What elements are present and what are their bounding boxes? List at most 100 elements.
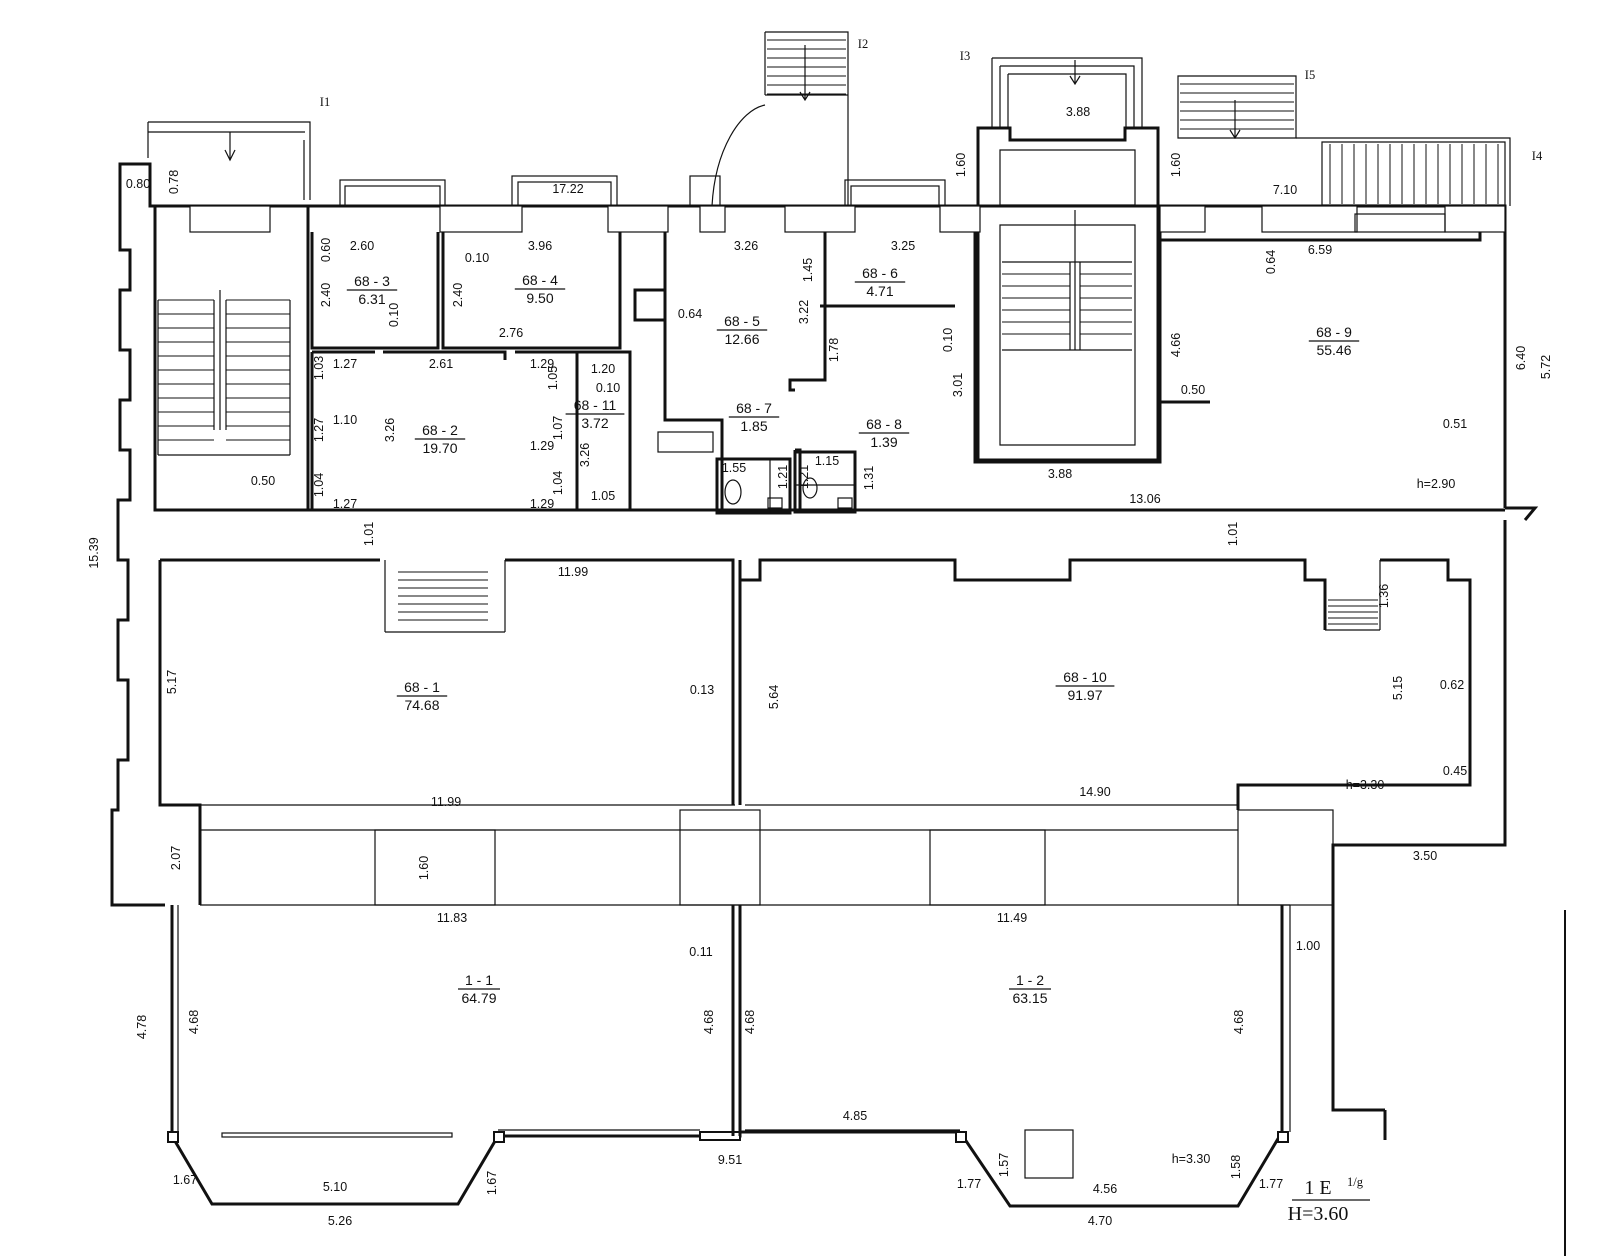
dimension-label: 1.04	[551, 471, 565, 495]
dimension-label: 1.00	[1296, 939, 1320, 953]
stair-hatching	[157, 39, 1499, 633]
dimension-label: 2.76	[499, 326, 523, 340]
dimension-label: 1.21	[797, 465, 811, 489]
dimension-label: 1.60	[417, 856, 431, 880]
room-area: 63.15	[1012, 990, 1047, 1006]
room-area: 1.39	[870, 434, 897, 450]
dimension-label: 0.51	[1443, 417, 1467, 431]
room-area: 19.70	[422, 440, 457, 456]
dimension-label: 6.59	[1308, 243, 1332, 257]
floor-label: 1 E	[1304, 1177, 1331, 1199]
room-area: 91.97	[1067, 687, 1102, 703]
dimension-label: 0.60	[319, 238, 333, 262]
dimension-label: 0.64	[1264, 250, 1278, 274]
dimension-label: 1.60	[1169, 153, 1183, 177]
dimension-label: 4.68	[187, 1010, 201, 1034]
room-area: 9.50	[526, 290, 553, 306]
dimension-label: 1.27	[333, 357, 357, 371]
dimension-label: 1.77	[957, 1177, 981, 1191]
dimension-label: 1.21	[776, 465, 790, 489]
dimension-label: 1.58	[1229, 1155, 1243, 1179]
dimension-label: 3.88	[1048, 467, 1072, 481]
dimension-label: 11.49	[997, 911, 1027, 925]
dimension-label: 1.45	[801, 258, 815, 282]
dimension-label: 4.70	[1088, 1214, 1112, 1228]
dimension-label: 1.27	[312, 418, 326, 442]
room-area: 55.46	[1316, 342, 1351, 358]
dimension-label: 1.67	[173, 1173, 197, 1187]
dimension-label: 17.22	[552, 182, 583, 196]
ceiling-height: h=3.30	[1172, 1152, 1211, 1166]
dimension-label: 3.88	[1066, 105, 1090, 119]
dimension-label: 1.60	[954, 153, 968, 177]
dimension-label: 5.64	[767, 685, 781, 709]
room-area: 3.72	[581, 415, 608, 431]
dimension-label: 4.68	[743, 1010, 757, 1034]
ceiling-height: h=2.90	[1417, 477, 1456, 491]
dimension-label: 3.25	[891, 239, 915, 253]
dimension-label: 2.40	[319, 283, 333, 307]
dimension-label: 1.29	[530, 497, 554, 511]
room-number: 68 - 7	[736, 400, 772, 416]
dimension-label: 1.29	[530, 439, 554, 453]
entrance-label: I4	[1532, 149, 1543, 163]
dimension-label: 15.39	[87, 537, 101, 568]
room-number: 68 - 1	[404, 679, 440, 695]
dimension-label: 0.50	[251, 474, 275, 488]
dimension-label: 1.27	[333, 497, 357, 511]
toilets	[715, 450, 857, 515]
dimension-label: 1.31	[862, 466, 876, 490]
dimension-label: 3.26	[734, 239, 758, 253]
dimension-label: 1.78	[827, 338, 841, 362]
dimension-label: 0.10	[941, 328, 955, 352]
dimension-label: 0.62	[1440, 678, 1464, 692]
room-area: 4.71	[866, 283, 893, 299]
dimension-label: 1.77	[1259, 1177, 1283, 1191]
room-number: 1 - 2	[1016, 972, 1044, 988]
dimension-label: 9.51	[718, 1153, 742, 1167]
room-number: 68 - 2	[422, 422, 458, 438]
dimension-label: 0.11	[689, 945, 712, 959]
room-area: 1.85	[740, 418, 767, 434]
dimension-label: 4.68	[702, 1010, 716, 1034]
dimension-label: 1.67	[485, 1171, 499, 1195]
room-number: 68 - 6	[862, 265, 898, 281]
main-halls-walls	[158, 558, 1472, 906]
storefront-walls	[167, 905, 1291, 1208]
dimension-label: 5.72	[1539, 355, 1553, 379]
room-area: 6.31	[358, 291, 385, 307]
dimension-label: 5.10	[323, 1180, 347, 1194]
upper-rooms-walls	[306, 126, 1482, 512]
dimension-label: 0.64	[678, 307, 702, 321]
dimension-label: 2.40	[451, 283, 465, 307]
dimension-label: 1.10	[333, 413, 357, 427]
dimension-label: 5.17	[165, 670, 179, 694]
dimension-label: 4.85	[843, 1109, 867, 1123]
room-number: 68 - 9	[1316, 324, 1352, 340]
entrance-label: I3	[960, 49, 970, 63]
dimension-label: 13.06	[1129, 492, 1160, 506]
dimension-label: 1.04	[312, 473, 326, 497]
floor-height: H=3.60	[1288, 1203, 1349, 1225]
room-number: 68 - 5	[724, 313, 760, 329]
dimension-label: 0.10	[387, 303, 401, 327]
dimension-label: 5.26	[328, 1214, 352, 1228]
dimension-label: 6.40	[1514, 346, 1528, 370]
dimension-label: 1.29	[530, 357, 554, 371]
room-number: 68 - 4	[522, 272, 558, 288]
dimension-label: 0.50	[1181, 383, 1205, 397]
room-number: 68 - 11	[574, 397, 617, 413]
dimension-label: 2.60	[350, 239, 374, 253]
dimension-label: 1.07	[551, 416, 565, 440]
room-number: 68 - 10	[1063, 669, 1107, 685]
dimension-label: 11.99	[431, 795, 461, 809]
entrance-label: I5	[1305, 68, 1315, 82]
dimension-label: 3.26	[383, 418, 397, 442]
dimension-label: 1.05	[591, 489, 615, 503]
dimension-label: 14.90	[1079, 785, 1110, 799]
dimension-label: 3.26	[578, 443, 592, 467]
dimension-label: 11.83	[437, 911, 467, 925]
room-area: 74.68	[404, 697, 439, 713]
